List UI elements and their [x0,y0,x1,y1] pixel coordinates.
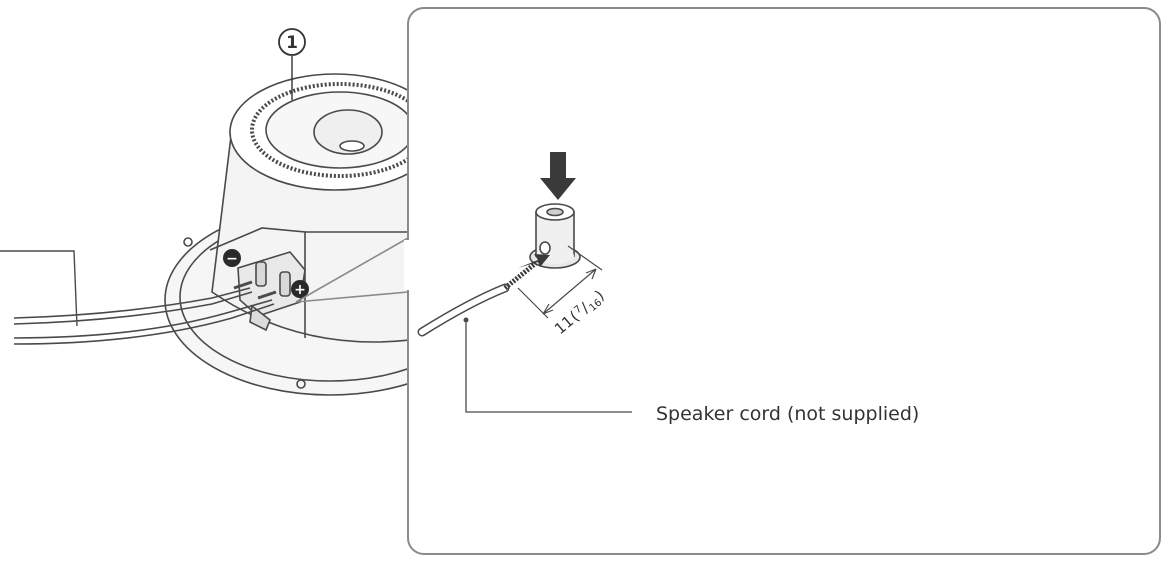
dim-extension-2 [567,245,603,271]
terminal-post-minus [255,261,267,287]
insert-arrow [518,254,550,268]
dim-line [542,268,597,315]
detail-panel [295,7,1161,555]
terminal-arrow [233,280,253,290]
push-down-arrow [540,152,576,200]
zoom-wedge-bottom [295,291,409,303]
cord-strand [13,299,273,339]
dim-arrow-2 [585,268,597,280]
leader-dot [463,317,469,323]
flange-screw-hole [183,237,193,247]
wedge-gap [404,240,412,290]
detail-speaker-cord [417,261,538,337]
callout-number: 1 [286,33,298,53]
terminal-side-hole [539,241,551,255]
detail-terminal [529,203,581,269]
minus-terminal-badge: − [223,249,241,267]
cord-strand [13,287,251,319]
terminal-top-hole [546,207,564,217]
speaker-cord-label: Speaker cord (not supplied) [656,403,919,425]
terminal-post-plus [279,271,291,297]
plus-terminal-badge: + [291,280,309,298]
speaker-cord-leader [465,320,632,413]
dimension-numerator: 7 [572,304,584,317]
cord-leader-line-left [0,250,78,327]
terminal-arrow [257,290,277,300]
dim-arrow-1 [542,303,554,315]
cone-center [339,140,365,152]
cord-strand [13,291,253,325]
flange-screw-hole [296,379,306,389]
dust-cap [313,109,383,155]
detail-frame [407,7,1161,555]
stripped-conductor [503,261,538,290]
callout-part-1: 1 [278,28,306,100]
terminal-tab [249,304,271,332]
cord-strand [13,303,275,345]
cord-jacket-inner [419,285,508,335]
zoom-wedge-top [295,237,409,303]
minus-sign: − [226,251,238,267]
callout-circle [278,28,306,56]
plus-badge-circle [291,280,309,298]
strip-length-dimension [517,245,603,319]
subwoofer-illustration [13,73,408,396]
minus-badge-circle [223,249,241,267]
plus-sign: + [294,282,306,298]
